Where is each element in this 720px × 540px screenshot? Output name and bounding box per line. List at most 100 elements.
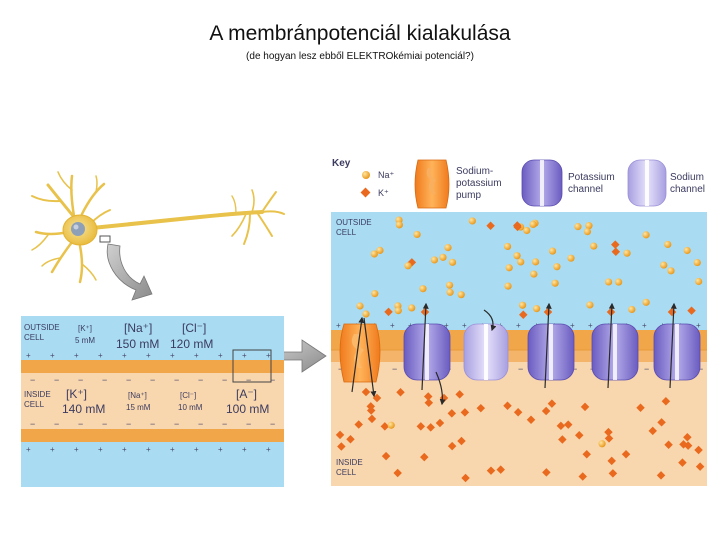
plus-sign: + [98, 445, 103, 454]
right-outside-label-1: OUTSIDE [336, 218, 372, 227]
left-in-cl-value: 10 mM [178, 403, 203, 412]
minus-sign: − [644, 364, 649, 374]
key-pump-label-3: pump [456, 190, 481, 201]
sodium-ion [370, 250, 378, 258]
potassium-channel-3 [591, 323, 639, 381]
minus-sign: − [270, 375, 275, 385]
sodium-ion [503, 242, 512, 251]
potassium-ion [648, 426, 657, 436]
minus-sign: − [102, 375, 107, 385]
sodium-ion [586, 301, 594, 309]
sodium-ion [598, 440, 606, 448]
potassium-ion [486, 466, 496, 475]
potassium-channel-1 [403, 323, 451, 381]
potassium-channel-4 [653, 323, 701, 381]
plus-sign: + [696, 321, 701, 330]
zoom-arrow-down [106, 243, 153, 301]
potassium-ion [503, 401, 512, 411]
right-inside-label-1: INSIDE [336, 458, 363, 467]
potassium-ion [543, 307, 553, 317]
potassium-ion [661, 396, 671, 406]
key-pump-icon [414, 159, 450, 209]
potassium-ion [556, 421, 566, 431]
sodium-ion [548, 247, 557, 255]
plus-sign: + [146, 445, 151, 454]
sodium-ion [504, 282, 512, 290]
sodium-ion [583, 228, 592, 236]
left-out-cl-label: [Cl⁻] [182, 321, 206, 335]
potassium-ion [541, 406, 551, 416]
sodium-ion [439, 253, 447, 261]
potassium-ion [558, 435, 567, 444]
potassium-ion [361, 387, 371, 397]
minus-sign: − [54, 419, 59, 429]
plus-sign: + [74, 445, 79, 454]
potassium-ion [582, 449, 591, 459]
minus-sign: − [572, 364, 577, 374]
minus-sign: − [270, 419, 275, 429]
key-sodium-channel-icon [627, 159, 667, 207]
potassium-ion [435, 418, 445, 428]
plus-sign: + [516, 321, 521, 330]
plus-sign: + [336, 321, 341, 330]
left-in-k-value: 140 mM [62, 402, 105, 416]
sodium-ion [445, 281, 454, 289]
potassium-ion [396, 388, 405, 397]
page-subtitle: (de hogyan lesz ebből ELEKTROkémiai pote… [246, 51, 474, 62]
potassium-ion [604, 434, 614, 443]
right-outside-label-2: CELL [336, 228, 357, 237]
plus-sign: + [218, 351, 223, 360]
sodium-ion [615, 278, 623, 286]
key-heading: Key [332, 158, 351, 169]
key-kchan-label-1: Potassium [568, 172, 615, 183]
potassium-ion [695, 462, 705, 471]
key-pump-label-2: potassium [456, 178, 502, 189]
left-out-k-value: 5 mM [75, 336, 95, 345]
potassium-ion [416, 422, 426, 431]
potassium-ion [393, 468, 402, 478]
key-kchan-label-2: channel [568, 184, 603, 195]
plus-sign: + [462, 321, 467, 330]
potassium-ion [366, 406, 376, 415]
potassium-ion [687, 306, 696, 315]
sodium-ion [446, 288, 454, 296]
page-title: A membránpotenciál kialakulása [209, 22, 511, 45]
plus-sign: + [266, 351, 271, 360]
sodium-ion [667, 267, 675, 275]
sodium-ion [394, 307, 402, 315]
potassium-ion [657, 418, 666, 427]
potassium-ion [460, 408, 470, 417]
sodium-ion [604, 278, 613, 286]
potassium-ion [337, 442, 346, 451]
key-pump-label-1: Sodium- [456, 166, 493, 177]
minus-sign: − [338, 364, 343, 374]
plus-sign: + [588, 321, 593, 330]
sodium-ion [551, 279, 559, 287]
sodium-ion [419, 285, 427, 293]
sodium-ion [430, 256, 439, 264]
sodium-ion [518, 301, 527, 309]
plus-sign: + [122, 351, 127, 360]
potassium-ion [575, 430, 584, 440]
potassium-ion [420, 307, 430, 317]
minus-sign: − [198, 375, 203, 385]
potassium-ion [678, 458, 687, 467]
potassium-ion [354, 420, 363, 429]
plus-sign: + [170, 351, 175, 360]
minus-sign: − [246, 419, 251, 429]
left-out-na-label: [Na⁺] [124, 321, 152, 335]
sodium-ion [693, 258, 701, 267]
sodium-ion [553, 263, 561, 271]
minus-sign: − [126, 375, 131, 385]
minus-sign: − [174, 375, 179, 385]
legend-key: Key Na⁺ K⁺ Sodium- potassium pump Potass… [332, 158, 705, 209]
potassium-ion [346, 434, 355, 444]
sodium-ion [623, 249, 631, 257]
potassium-ion [694, 445, 703, 455]
potassium-ion [384, 307, 393, 317]
left-in-na-value: 15 mM [126, 403, 151, 412]
potassium-ion [461, 473, 470, 483]
minus-sign: − [150, 419, 155, 429]
sodium-ion [387, 421, 395, 429]
